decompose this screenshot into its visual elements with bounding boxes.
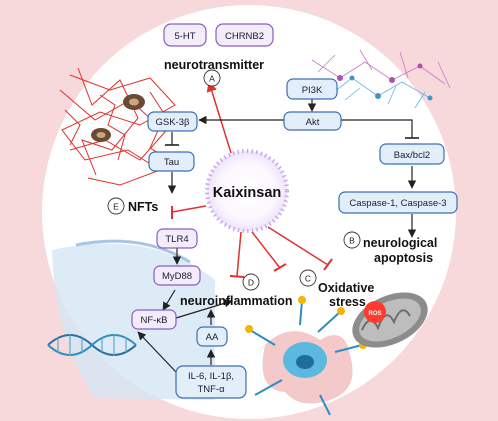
marker-a bbox=[203, 69, 221, 87]
node-nfkb-label: NF-κB bbox=[141, 315, 168, 326]
marker-e bbox=[107, 197, 125, 215]
node-bax-bcl2-label: Bax/bcl2 bbox=[394, 150, 430, 161]
node-pi3k-label: PI3K bbox=[302, 85, 323, 96]
marker-b bbox=[343, 231, 361, 249]
neuron-network-illustration bbox=[311, 49, 451, 109]
outcome-neuroinflammation: neuroinflammation bbox=[180, 294, 293, 308]
arrow-cytokines-to-nfkb bbox=[137, 331, 177, 373]
node-tau-label: Tau bbox=[164, 157, 179, 168]
node-bax-bcl2 bbox=[379, 143, 445, 165]
node-gsk3b-label: GSK-3β bbox=[156, 117, 191, 128]
inhibit-bar-oxidative bbox=[273, 263, 287, 272]
inhibit-bar-apoptosis bbox=[323, 258, 333, 271]
center-label: Kaixinsan bbox=[213, 185, 282, 201]
inhibit-bar-neuroinflammation bbox=[229, 275, 245, 278]
inhibit-akt-to-bax bbox=[341, 119, 413, 138]
node-akt-label: Akt bbox=[306, 117, 320, 128]
node-cytokines-line2: TNF-α bbox=[197, 384, 225, 395]
node-gsk3b bbox=[147, 111, 198, 132]
node-myd88 bbox=[153, 265, 201, 286]
marker-d bbox=[242, 273, 260, 291]
marker-d-label: D bbox=[248, 278, 254, 288]
outcome-oxidative-line1: Oxidative bbox=[318, 281, 374, 295]
node-caspase bbox=[338, 191, 458, 214]
node-myd88-label: MyD88 bbox=[162, 271, 192, 282]
node-nfkb bbox=[131, 309, 177, 330]
ros-label: ROS bbox=[368, 311, 381, 317]
node-5ht bbox=[163, 23, 207, 47]
inhibit-center-to-apoptosis bbox=[267, 226, 329, 266]
arrow-nfkb-to-neuroinflammation bbox=[175, 299, 233, 319]
node-aa bbox=[196, 326, 228, 347]
node-tlr4-label: TLR4 bbox=[165, 234, 188, 245]
mitochondrion-icon bbox=[352, 292, 428, 348]
marker-c bbox=[299, 269, 317, 287]
node-tlr4 bbox=[156, 228, 198, 249]
kaixinsan-center-circle bbox=[205, 149, 289, 233]
outcome-neurotransmitter: neurotransmitter bbox=[164, 58, 264, 72]
inhibit-center-to-oxidative bbox=[251, 231, 281, 269]
arrow-myd88-to-nfkb bbox=[162, 289, 176, 311]
outcome-oxidative-line2: stress bbox=[329, 295, 366, 309]
node-caspase-label: Caspase-1, Caspase-3 bbox=[349, 198, 446, 209]
inhibit-center-to-neuroinflammation bbox=[236, 231, 242, 277]
node-chrnb2 bbox=[215, 23, 274, 47]
neurofibrillary-cell-icon bbox=[91, 94, 145, 142]
node-pi3k bbox=[286, 78, 338, 100]
arrow-center-to-neurotransmitter bbox=[206, 80, 232, 154]
node-cytokines bbox=[175, 365, 247, 399]
node-5ht-label: 5-HT bbox=[174, 31, 195, 42]
node-aa-label: AA bbox=[206, 332, 219, 343]
node-tau bbox=[148, 151, 195, 172]
inhibit-center-to-nfts bbox=[171, 205, 207, 213]
node-akt bbox=[283, 111, 342, 131]
node-chrnb2-label: CHRNB2 bbox=[225, 31, 264, 42]
marker-e-label: E bbox=[113, 202, 119, 212]
marker-a-label: A bbox=[209, 74, 215, 84]
outcome-nfts: NFTs bbox=[128, 200, 158, 214]
outcome-apoptosis-line2: apoptosis bbox=[374, 251, 433, 265]
node-cytokines-line1: IL-6, IL-1β, bbox=[188, 371, 234, 382]
marker-b-label: B bbox=[349, 236, 355, 246]
outcome-apoptosis-line1: neurological bbox=[363, 236, 437, 250]
microglia-illustration bbox=[245, 296, 367, 416]
marker-c-label: C bbox=[305, 274, 311, 284]
